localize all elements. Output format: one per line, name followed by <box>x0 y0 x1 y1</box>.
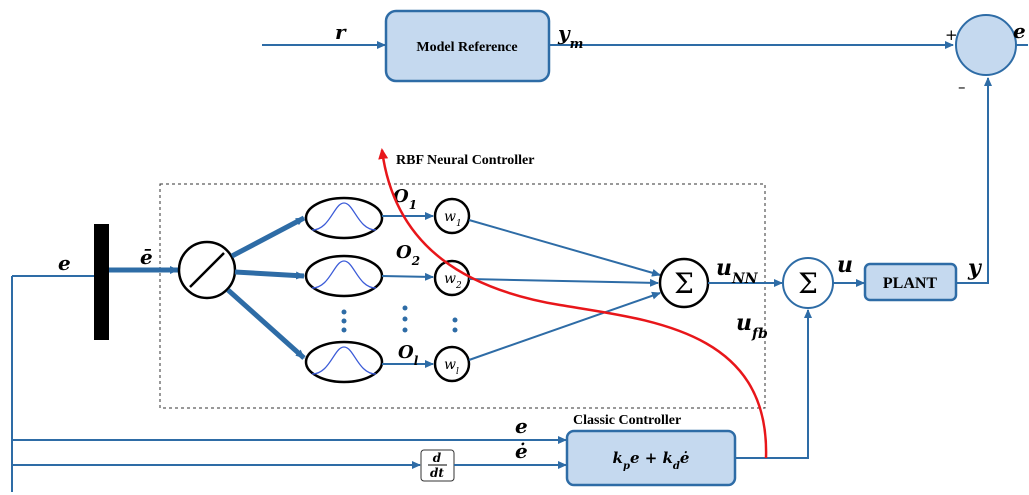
nn-sum-symbol: Σ <box>674 267 694 300</box>
minus-sign: – <box>958 78 966 96</box>
ebar-label: ē <box>140 245 153 269</box>
o1-label: O1 <box>393 186 417 212</box>
arrow-to-gaussian-2 <box>234 269 305 280</box>
e-output-label: e <box>1013 19 1026 43</box>
r-label: r <box>335 20 347 44</box>
weight-node-l <box>433 345 471 383</box>
weight-node-1 <box>433 197 471 235</box>
classic-formula: kpe + kdė <box>613 449 690 472</box>
o2-label: O2 <box>396 242 420 268</box>
y-feedback-line <box>956 77 992 284</box>
arrow-to-gaussian-3 <box>226 288 306 360</box>
control-sum-symbol: Σ <box>798 267 818 300</box>
arrow-to-gaussian-1 <box>230 215 306 259</box>
y-label: y <box>967 255 983 281</box>
ol-label: Ol <box>398 342 419 368</box>
unn-label: uNN <box>716 255 759 287</box>
ym-label: ym <box>557 21 583 52</box>
error-summing-junction <box>955 14 1017 76</box>
model-reference-label: Model Reference <box>416 40 517 55</box>
e-input-label: e <box>58 251 71 275</box>
classic-controller-title: Classic Controller <box>573 413 681 428</box>
rbf-controller-box <box>159 183 766 409</box>
ellipsis-dots-neurons <box>341 309 347 333</box>
wl-label: wl <box>444 357 459 377</box>
normalizer-node <box>177 240 237 300</box>
w1-to-sum <box>468 219 661 277</box>
wl-to-sum <box>468 291 661 361</box>
w2-to-sum <box>468 278 659 287</box>
normalizer-slash <box>189 252 225 288</box>
rbf-controller-title: RBF Neural Controller <box>396 153 534 168</box>
ellipsis-dots-weights <box>452 317 458 333</box>
gaussian-neuron-2 <box>304 254 384 298</box>
o2-line <box>381 272 434 281</box>
gaussian-neuron-1 <box>304 196 384 240</box>
plus-sign: + <box>945 26 958 44</box>
plant-label: PLANT <box>883 275 938 292</box>
ufb-line <box>735 309 812 459</box>
classic-e-label: e <box>515 414 528 438</box>
derivative-num: d <box>433 451 442 465</box>
ufb-label: ufb <box>736 310 768 342</box>
ellipsis-dots-mid <box>402 305 408 333</box>
u-label: u <box>837 252 853 278</box>
weight-node-2 <box>433 259 471 297</box>
demux-bar <box>94 224 109 340</box>
edot-label: ė <box>515 439 528 463</box>
derivative-den: dt <box>430 466 444 480</box>
gaussian-neuron-l <box>304 340 384 384</box>
adaptation-arrow <box>378 148 768 459</box>
